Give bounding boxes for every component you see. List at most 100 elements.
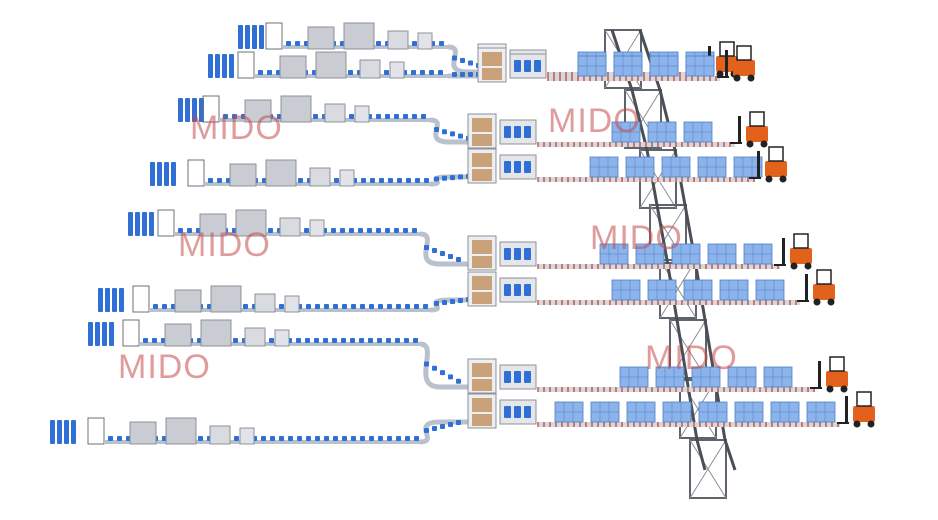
raw-bottle bbox=[102, 322, 107, 346]
filling-machine bbox=[244, 99, 272, 123]
packed-bottle bbox=[514, 126, 521, 138]
bottle bbox=[333, 436, 338, 441]
rinsing-machine bbox=[315, 51, 347, 79]
forklift-cage bbox=[768, 146, 784, 162]
bottle bbox=[351, 304, 356, 309]
raw-bottle bbox=[95, 322, 100, 346]
bottle bbox=[369, 436, 374, 441]
gantry-brace bbox=[659, 259, 697, 319]
forklift-wheel bbox=[747, 74, 755, 82]
forklift-fork bbox=[730, 142, 742, 144]
bottle bbox=[376, 228, 381, 233]
raw-bottle bbox=[149, 212, 154, 236]
bottle bbox=[351, 436, 356, 441]
bottle bbox=[377, 338, 382, 343]
raw-bottle bbox=[164, 162, 169, 186]
bottle bbox=[411, 70, 416, 75]
forklift-wheel bbox=[779, 175, 787, 183]
bottle bbox=[349, 228, 354, 233]
forklift-mast bbox=[738, 116, 741, 144]
raw-bottle bbox=[128, 212, 133, 236]
conveyor-curve bbox=[429, 117, 468, 145]
bottle bbox=[232, 114, 237, 119]
forklift-body bbox=[733, 60, 755, 76]
pallet-box bbox=[472, 153, 492, 167]
capping-machine bbox=[254, 293, 276, 313]
bottle bbox=[432, 248, 437, 253]
roller-conveyor bbox=[538, 300, 800, 305]
production-line-2 bbox=[208, 45, 755, 83]
bottle bbox=[341, 338, 346, 343]
raw-bottle bbox=[135, 212, 140, 236]
production-line-5 bbox=[128, 209, 812, 271]
pallet-box bbox=[482, 68, 502, 80]
bottle bbox=[394, 228, 399, 233]
bottle bbox=[295, 41, 300, 46]
bottle bbox=[468, 72, 473, 77]
bottle bbox=[370, 178, 375, 183]
bottle bbox=[305, 338, 310, 343]
labeling-machine bbox=[389, 61, 405, 79]
raw-bottle bbox=[64, 420, 69, 444]
bottle bbox=[304, 228, 309, 233]
bottle bbox=[442, 175, 447, 181]
bottle bbox=[258, 70, 263, 75]
bottle bbox=[314, 338, 319, 343]
bottle bbox=[450, 175, 455, 181]
bottle bbox=[153, 304, 158, 309]
bottle-rack bbox=[122, 319, 140, 347]
bottle bbox=[198, 436, 203, 441]
bottle bbox=[442, 300, 447, 305]
forklift-body bbox=[813, 284, 835, 300]
labeling-machine bbox=[239, 427, 255, 445]
bottle bbox=[424, 178, 429, 183]
forklift-fork bbox=[797, 300, 809, 302]
bottle bbox=[424, 245, 429, 250]
bottle bbox=[358, 228, 363, 233]
packed-bottle bbox=[524, 406, 531, 418]
forklift-mast bbox=[818, 361, 821, 389]
forklift-mast bbox=[845, 396, 848, 424]
bottle bbox=[234, 436, 239, 441]
bottle bbox=[324, 436, 329, 441]
forklift-fork bbox=[717, 76, 729, 78]
bottle bbox=[387, 436, 392, 441]
bottle bbox=[349, 114, 354, 119]
pallet-box bbox=[472, 256, 492, 268]
forklift-body bbox=[853, 406, 875, 422]
packed-bottle bbox=[504, 248, 511, 260]
forklift-wheel bbox=[840, 385, 848, 393]
labeling-machine bbox=[354, 105, 370, 123]
bottle bbox=[386, 338, 391, 343]
bottle bbox=[395, 338, 400, 343]
bottle bbox=[387, 304, 392, 309]
filling-machine bbox=[229, 163, 257, 187]
pallet-box bbox=[472, 118, 492, 132]
watermark-mido-4: MIDO bbox=[590, 219, 683, 257]
pallet-box bbox=[472, 240, 492, 254]
raw-bottle bbox=[119, 288, 124, 312]
bottle bbox=[458, 133, 463, 139]
bottle bbox=[412, 114, 417, 119]
raw-bottle bbox=[215, 54, 220, 78]
bottle bbox=[397, 178, 402, 183]
watermark-mido-5: MIDO bbox=[118, 348, 211, 386]
bottle bbox=[342, 304, 347, 309]
raw-bottle bbox=[71, 420, 76, 444]
bottle bbox=[243, 304, 248, 309]
bottle bbox=[162, 304, 167, 309]
bottle bbox=[442, 129, 447, 135]
bottle-rack bbox=[87, 417, 105, 445]
labeling-machine bbox=[339, 169, 355, 187]
bottle bbox=[413, 338, 418, 343]
bottle bbox=[394, 114, 399, 119]
bottle bbox=[379, 178, 384, 183]
bottle bbox=[306, 304, 311, 309]
raw-bottle bbox=[57, 420, 62, 444]
raw-bottle bbox=[252, 25, 257, 49]
packed-bottle bbox=[524, 126, 531, 138]
bottle bbox=[143, 338, 148, 343]
forklift-fork bbox=[837, 422, 849, 424]
gantry-frame bbox=[689, 439, 727, 499]
